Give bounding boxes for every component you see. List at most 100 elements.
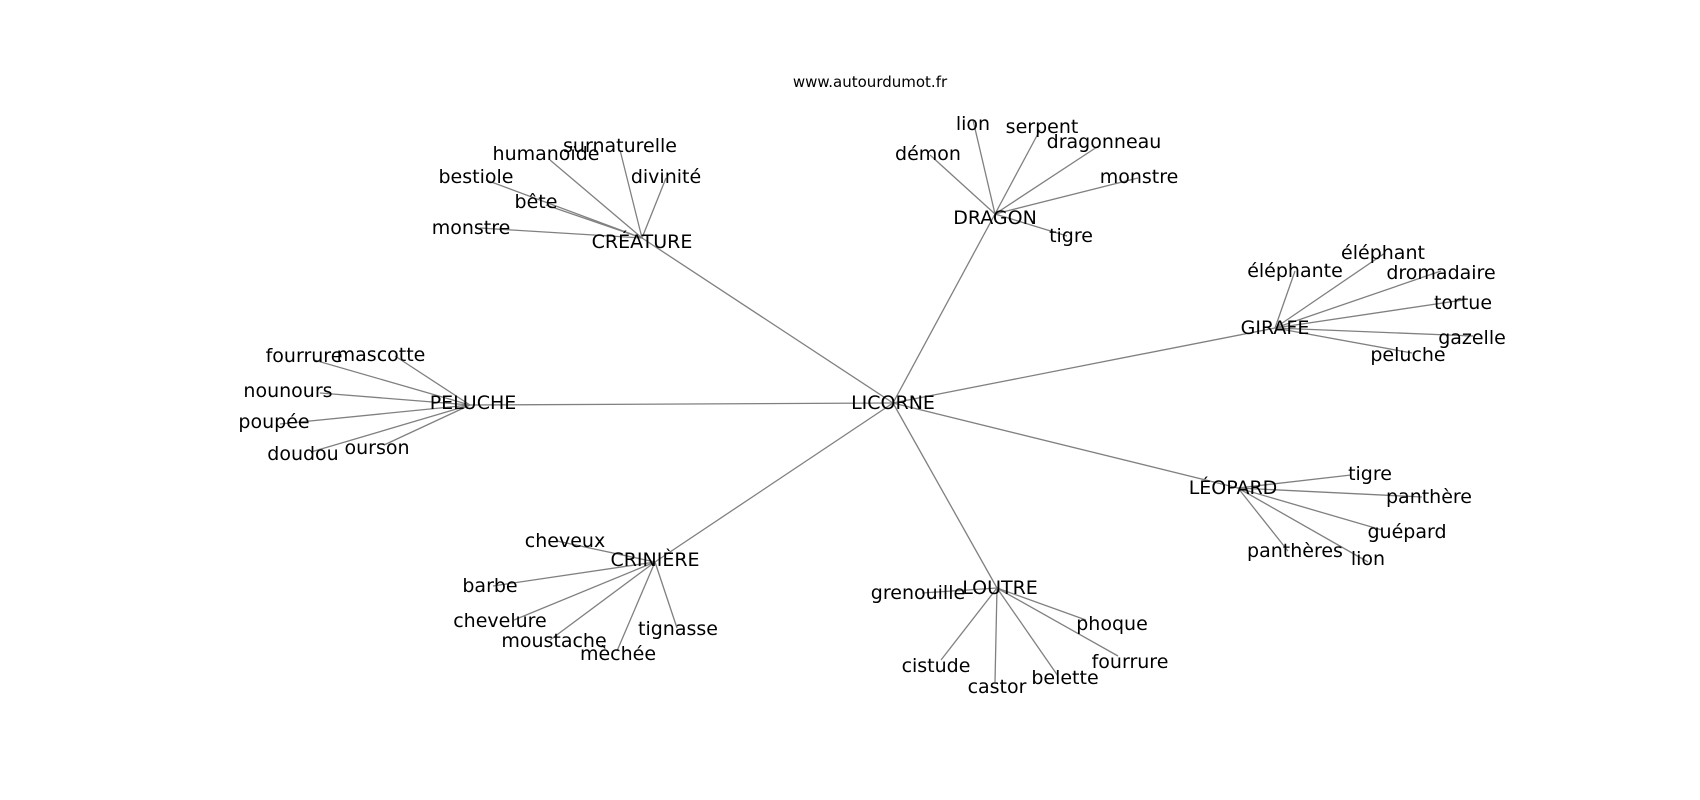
word-label-cistude: cistude: [902, 655, 971, 677]
word-label-dromadaire: dromadaire: [1386, 262, 1495, 284]
word-label-divinite: divinité: [631, 166, 701, 188]
word-label-surnaturelle: surnaturelle: [563, 135, 677, 157]
word-label-lion: lion: [956, 113, 990, 135]
graph-edges: [279, 119, 1474, 683]
word-label-lion: lion: [1351, 548, 1385, 570]
hub-label-dragon: DRAGON: [953, 207, 1037, 229]
word-label-ourson: ourson: [344, 437, 409, 459]
edge-licorne-creature: [641, 237, 894, 404]
edge-creature-bete: [545, 204, 643, 239]
edge-loutre-phoque: [996, 587, 1087, 621]
edge-girafe-gazelle: [1274, 327, 1474, 337]
edge-criniere-moustache: [549, 561, 656, 641]
word-label-guepard: guépard: [1367, 521, 1446, 543]
word-label-humanoide: humanoïde: [493, 143, 600, 165]
word-label-tortue: tortue: [1434, 292, 1492, 314]
edge-leopard-guepard: [1237, 487, 1383, 531]
word-label-monstre: monstre: [432, 217, 511, 239]
word-label-elephant: éléphant: [1341, 242, 1425, 264]
hub-label-criniere: CRINIÈRE: [610, 548, 699, 571]
edge-licorne-loutre: [892, 402, 998, 589]
word-label-demon: démon: [895, 143, 961, 165]
edge-girafe-dromadaire: [1274, 270, 1442, 329]
edge-criniere-tignasse: [654, 561, 678, 629]
word-label-bestiole: bestiole: [439, 166, 514, 188]
hub-label-creature: CRÉATURE: [592, 230, 693, 253]
edge-peluche-fourrure: [313, 359, 471, 406]
word-label-barbe: barbe: [462, 575, 517, 597]
edge-dragon-lion: [972, 119, 996, 215]
edge-loutre-cistude: [940, 587, 998, 661]
edge-peluche-mascotte: [394, 355, 471, 406]
edge-creature-surnaturelle: [619, 149, 643, 239]
hub-label-peluche: PELUCHE: [430, 392, 517, 414]
word-label-dragonneau: dragonneau: [1047, 131, 1162, 153]
edge-creature-divinite: [641, 177, 667, 239]
edge-leopard-panthere: [1237, 487, 1423, 498]
word-label-doudou: doudou: [267, 443, 338, 465]
edge-dragon-serpent: [994, 129, 1041, 215]
word-label-elephante: éléphante: [1247, 260, 1343, 282]
edge-criniere-cheveux: [556, 540, 656, 563]
word-label-peluche: peluche: [1370, 344, 1445, 366]
word-label-poupee: poupée: [238, 411, 309, 433]
edge-leopard-pantheres: [1237, 487, 1289, 552]
word-label-fourrure: fourrure: [266, 345, 343, 367]
word-label-fourrure: fourrure: [1092, 651, 1169, 673]
edge-licorne-dragon: [892, 213, 996, 404]
edge-girafe-elephant: [1274, 252, 1386, 329]
word-label-castor: castor: [968, 676, 1027, 698]
word-label-monstre: monstre: [1100, 166, 1179, 188]
edge-creature-humanoide: [549, 159, 643, 239]
edge-criniere-chevelure: [513, 561, 656, 621]
edge-loutre-belette: [996, 587, 1059, 677]
edge-licorne-girafe: [892, 327, 1276, 404]
word-label-belette: belette: [1031, 667, 1098, 689]
word-label-pantheres: panthères: [1247, 540, 1343, 562]
word-label-mechee: mèchée: [580, 643, 656, 665]
edge-peluche-poupee: [279, 404, 471, 425]
word-label-moustache: moustache: [501, 630, 606, 652]
word-label-serpent: serpent: [1006, 116, 1079, 138]
word-label-phoque: phoque: [1076, 613, 1148, 635]
edge-girafe-peluche: [1274, 327, 1413, 354]
source-label: www.autourdumot.fr: [793, 73, 948, 91]
edge-leopard-lion: [1237, 487, 1369, 563]
edge-dragon-monstre: [994, 177, 1139, 215]
edge-criniere-mechee: [616, 561, 656, 652]
edge-creature-monstre: [479, 227, 643, 239]
hub-label-loutre: LOUTRE: [962, 577, 1038, 599]
edge-loutre-fourrure: [996, 587, 1119, 657]
word-label-grenouille: grenouille: [871, 582, 965, 604]
hub-label-girafe: GIRAFE: [1241, 317, 1310, 339]
edge-licorne-criniere: [654, 402, 894, 563]
word-label-tigre: tigre: [1049, 225, 1093, 247]
edge-dragon-dragonneau: [994, 144, 1101, 215]
hub-label-leopard: LÉOPARD: [1189, 476, 1278, 499]
edge-licorne-peluche: [469, 402, 894, 406]
edge-licorne-leopard: [892, 402, 1239, 489]
word-label-panthere: panthère: [1386, 486, 1472, 508]
word-label-cheveux: cheveux: [525, 530, 605, 552]
edge-peluche-doudou: [310, 404, 471, 453]
edge-peluche-ourson: [383, 404, 471, 446]
edge-creature-bestiole: [485, 179, 643, 239]
word-label-mascotte: mascotte: [337, 344, 426, 366]
word-label-chevelure: chevelure: [453, 610, 547, 632]
center-node-label: LICORNE: [851, 392, 935, 414]
edge-leopard-tigre: [1237, 474, 1352, 489]
edge-loutre-castor: [994, 587, 998, 683]
word-label-tigre: tigre: [1348, 463, 1392, 485]
edge-girafe-tortue: [1274, 299, 1464, 329]
word-label-gazelle: gazelle: [1438, 327, 1506, 349]
edge-dragon-tigre: [994, 213, 1068, 237]
edge-dragon-demon: [929, 154, 996, 215]
edge-peluche-nounours: [319, 392, 471, 406]
edge-girafe-elephante: [1274, 270, 1296, 329]
edge-criniere-barbe: [492, 561, 656, 587]
word-label-bete: bête: [515, 191, 558, 213]
word-label-tignasse: tignasse: [638, 618, 718, 640]
word-label-nounours: nounours: [243, 380, 332, 402]
